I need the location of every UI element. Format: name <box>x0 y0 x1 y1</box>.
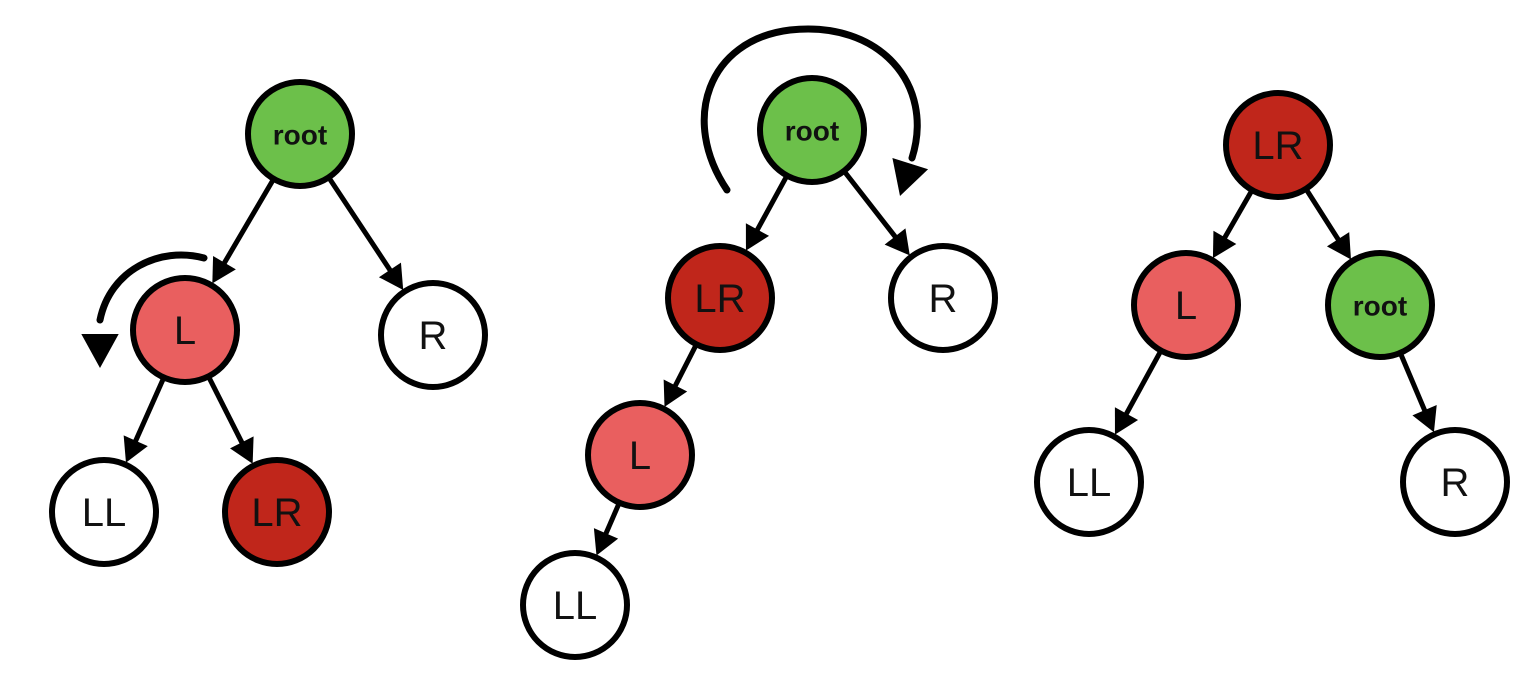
node-circle <box>888 243 998 353</box>
node-label: LR <box>251 491 302 535</box>
node-label: LR <box>1252 124 1303 168</box>
edge-arrowhead <box>212 256 236 284</box>
node-label: LL <box>1067 461 1112 505</box>
edge-panel-2-LR-to-L <box>663 343 699 407</box>
node-circle <box>245 79 355 189</box>
rotation-arrowhead <box>892 157 929 196</box>
edge-panel-3-root-to-R <box>1397 351 1437 433</box>
node-panel-3-r: R <box>1400 427 1510 537</box>
node-panel-1-root: root <box>245 79 355 189</box>
rotation-arc <box>700 25 921 194</box>
node-circle <box>1325 250 1435 360</box>
node-label: L <box>629 434 651 478</box>
node-circle <box>1034 427 1144 537</box>
node-circle <box>49 457 159 567</box>
edge-line <box>1219 188 1255 245</box>
edge-arrowhead <box>663 379 688 407</box>
edge-arrowhead <box>1212 230 1237 259</box>
edges <box>123 169 1437 556</box>
node-circle <box>757 75 867 185</box>
edge-arrowhead <box>593 528 619 556</box>
node-label: L <box>1175 284 1197 328</box>
node-panel-1-l: L <box>130 275 240 385</box>
edge-arrowhead <box>1326 232 1351 260</box>
node-label: R <box>929 277 958 321</box>
node-label: L <box>174 309 196 353</box>
node-label: LR <box>694 277 745 321</box>
node-circle <box>222 457 332 567</box>
edge-line <box>1303 187 1345 247</box>
node-circle <box>1223 90 1333 200</box>
node-panel-1-ll: LL <box>49 457 159 567</box>
edge-panel-1-L-to-LL <box>123 376 167 463</box>
node-circle <box>585 400 695 510</box>
node-circle <box>1131 250 1241 360</box>
edge-line <box>130 376 167 449</box>
edge-panel-2-root-to-R <box>842 169 910 256</box>
node-circle <box>1400 427 1510 537</box>
node-label: root <box>1353 291 1407 322</box>
node-label: LL <box>82 491 127 535</box>
rotation-arrows <box>81 25 929 368</box>
edge-panel-3-L-to-LL <box>1114 349 1164 435</box>
rotation-arc <box>96 251 208 324</box>
edge-arrowhead <box>1412 405 1437 433</box>
rotation-arrow-panel-1 <box>81 251 208 368</box>
node-circle <box>378 280 488 390</box>
edge-line <box>1397 351 1430 418</box>
node-label: R <box>419 314 448 358</box>
rotation-arrow-panel-2 <box>700 25 929 196</box>
node-panel-2-lr: LR <box>665 243 775 353</box>
edge-line <box>842 169 902 244</box>
node-panel-2-root: root <box>757 75 867 185</box>
edge-line <box>1120 349 1164 422</box>
rotation-arrowhead <box>81 334 119 368</box>
edge-panel-3-LR-to-L <box>1212 188 1255 259</box>
edge-arrowhead <box>230 436 254 464</box>
edge-panel-1-root-to-R <box>326 175 404 290</box>
node-label: LL <box>553 584 598 628</box>
node-circle <box>665 243 775 353</box>
node-panel-2-r: R <box>888 243 998 353</box>
edge-arrowhead <box>745 223 770 251</box>
edge-arrowhead <box>884 228 910 256</box>
edge-line <box>206 375 248 450</box>
edge-line <box>669 343 699 394</box>
edge-line <box>218 177 276 271</box>
node-circle <box>130 275 240 385</box>
edge-arrowhead <box>1114 407 1139 435</box>
node-panel-3-lr: LR <box>1223 90 1333 200</box>
node-panel-2-l: L <box>585 400 695 510</box>
node-label: root <box>785 116 839 147</box>
edge-line <box>326 175 397 278</box>
node-panel-1-lr: LR <box>222 457 332 567</box>
node-panel-2-ll: LL <box>520 550 630 660</box>
edge-line <box>751 174 790 238</box>
edge-panel-1-root-to-L <box>212 177 276 284</box>
node-panel-3-l: L <box>1131 250 1241 360</box>
node-label: R <box>1441 461 1470 505</box>
edge-panel-2-L-to-LL <box>593 501 622 556</box>
edge-arrowhead <box>378 262 404 290</box>
edge-panel-2-root-to-LR <box>745 174 790 251</box>
edge-arrowhead <box>123 435 148 463</box>
node-circle <box>520 550 630 660</box>
node-label: root <box>273 120 327 151</box>
node-panel-1-r: R <box>378 280 488 390</box>
node-panel-3-root: root <box>1325 250 1435 360</box>
node-panel-3-ll: LL <box>1034 427 1144 537</box>
edge-panel-3-LR-to-root <box>1303 187 1351 260</box>
edge-panel-1-L-to-LR <box>206 375 254 464</box>
